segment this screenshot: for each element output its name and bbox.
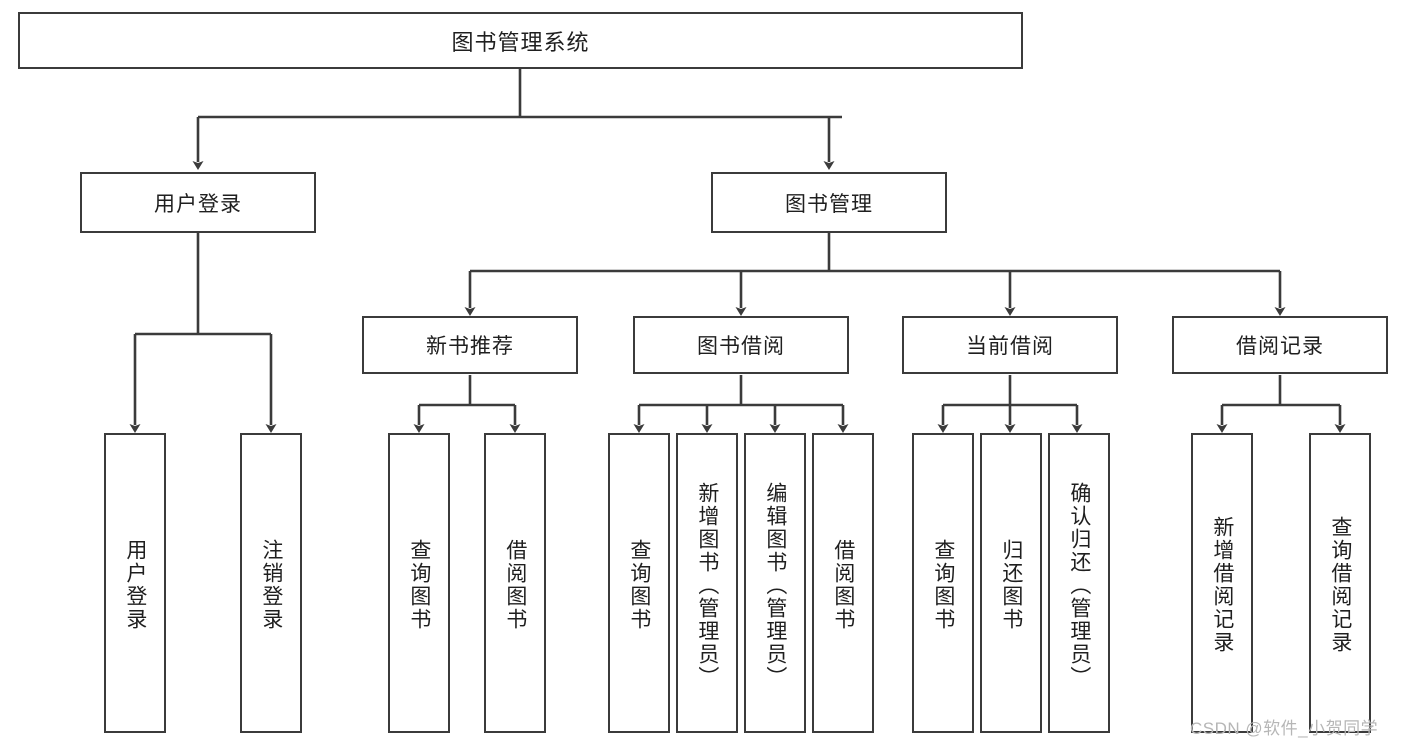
node-leaf-query-book-3-label: 查询图书 xyxy=(931,539,955,631)
node-leaf-query-book-1[interactable]: 查询图书 xyxy=(388,433,450,733)
csdn-watermark: CSDN @软件_小贺同学 xyxy=(1190,719,1379,738)
node-leaf-add-book-label: 新增图书（管理员） xyxy=(695,481,719,689)
node-current-borrow[interactable]: 当前借阅 xyxy=(902,316,1118,374)
node-leaf-add-record-label: 新增借阅记录 xyxy=(1210,516,1234,654)
node-leaf-borrow-book-2[interactable]: 借阅图书 xyxy=(812,433,874,733)
node-book-borrow-label: 图书借阅 xyxy=(697,335,785,358)
node-leaf-query-book-2-label: 查询图书 xyxy=(627,539,651,631)
node-leaf-query-book-2[interactable]: 查询图书 xyxy=(608,433,670,733)
node-leaf-query-book-1-label: 查询图书 xyxy=(407,539,431,631)
node-leaf-edit-book[interactable]: 编辑图书（管理员） xyxy=(744,433,806,733)
node-user-login[interactable]: 用户登录 xyxy=(80,172,316,233)
node-leaf-borrow-book-1-label: 借阅图书 xyxy=(503,539,527,631)
node-leaf-confirm-return[interactable]: 确认归还（管理员） xyxy=(1048,433,1110,733)
node-new-book-rec[interactable]: 新书推荐 xyxy=(362,316,578,374)
node-leaf-borrow-book-1[interactable]: 借阅图书 xyxy=(484,433,546,733)
node-root-label: 图书管理系统 xyxy=(451,29,590,55)
node-current-borrow-label: 当前借阅 xyxy=(966,335,1054,358)
node-leaf-confirm-return-label: 确认归还（管理员） xyxy=(1067,481,1091,689)
node-leaf-query-record-label: 查询借阅记录 xyxy=(1328,516,1352,654)
node-borrow-record[interactable]: 借阅记录 xyxy=(1172,316,1388,374)
node-book-borrow[interactable]: 图书借阅 xyxy=(633,316,849,374)
node-leaf-query-book-3[interactable]: 查询图书 xyxy=(912,433,974,733)
node-leaf-query-record[interactable]: 查询借阅记录 xyxy=(1309,433,1371,733)
node-root[interactable]: 图书管理系统 xyxy=(18,12,1023,69)
node-new-book-rec-label: 新书推荐 xyxy=(426,335,514,358)
node-leaf-add-book[interactable]: 新增图书（管理员） xyxy=(676,433,738,733)
node-leaf-add-record[interactable]: 新增借阅记录 xyxy=(1191,433,1253,733)
node-borrow-record-label: 借阅记录 xyxy=(1236,335,1324,358)
node-user-login-label: 用户登录 xyxy=(154,192,242,216)
node-leaf-user-login-label: 用户登录 xyxy=(123,539,147,631)
node-leaf-borrow-book-2-label: 借阅图书 xyxy=(831,539,855,631)
node-book-manage-label: 图书管理 xyxy=(785,192,873,216)
node-leaf-logout-label: 注销登录 xyxy=(259,539,283,631)
node-leaf-logout[interactable]: 注销登录 xyxy=(240,433,302,733)
node-leaf-return-book-label: 归还图书 xyxy=(999,539,1023,631)
node-book-manage[interactable]: 图书管理 xyxy=(711,172,947,233)
node-leaf-return-book[interactable]: 归还图书 xyxy=(980,433,1042,733)
node-leaf-user-login[interactable]: 用户登录 xyxy=(104,433,166,733)
node-leaf-edit-book-label: 编辑图书（管理员） xyxy=(763,481,787,689)
